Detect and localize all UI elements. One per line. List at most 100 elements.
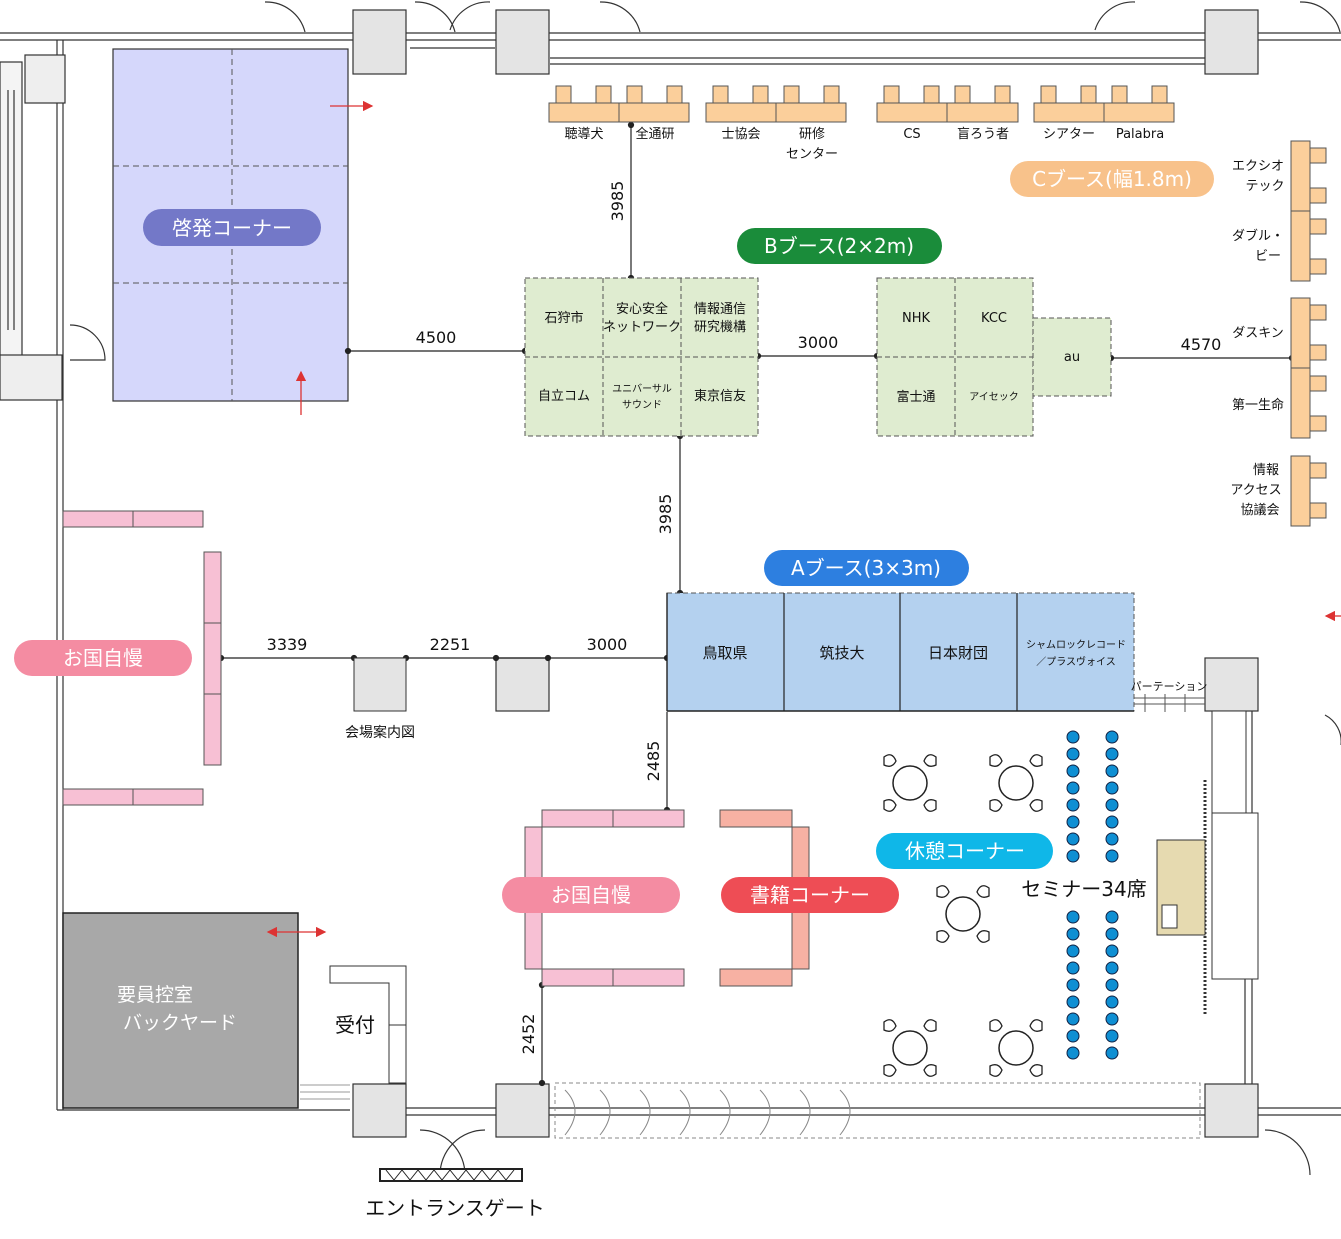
seminar-seat <box>1105 944 1119 958</box>
c-booths-top <box>548 85 1175 123</box>
seminar-seat <box>1105 730 1119 744</box>
dim-3985-mid: 3985 <box>656 494 675 535</box>
svg-text:Bブース(2×2m): Bブース(2×2m) <box>764 234 914 258</box>
svg-text:Aブース(3×3m): Aブース(3×3m) <box>791 556 941 580</box>
booth-chodoken: 聴導犬 <box>564 127 603 142</box>
c-booth-labels-top: 聴導犬 全通研 士協会 研修 センター CS 盲ろう者 シアター Palabra <box>564 126 1164 162</box>
a-booth-labels: 鳥取県 筑技大 日本財団 シャムロックレコード ／プラスヴォイス <box>702 639 1126 668</box>
seminar-seat <box>1105 910 1119 924</box>
booth-au: au <box>1064 350 1080 365</box>
seminar-seat <box>1066 798 1080 812</box>
b-booth-group-2 <box>876 277 1112 437</box>
booth-tsukugi: 筑技大 <box>819 644 864 662</box>
booth-shamrock-2: ／プラスヴォイス <box>1036 655 1116 668</box>
seminar-seat <box>1105 1029 1119 1043</box>
okuni-left-tables <box>62 510 222 806</box>
booth-shikyokai: 士協会 <box>721 127 760 142</box>
building-walls <box>0 1 1341 1176</box>
seminar-seat <box>1066 927 1080 941</box>
seminar-seat <box>1105 832 1119 846</box>
svg-text:お国自慢: お国自慢 <box>551 883 631 907</box>
seminar-seat <box>1105 1012 1119 1026</box>
seminar-seats <box>1066 730 1119 1060</box>
booth-wb-1: ダブル・ <box>1232 228 1284 244</box>
booth-daskin: ダスキン <box>1232 326 1284 341</box>
booth-daiichi: 第一生命 <box>1232 397 1284 413</box>
seminar-seat <box>1066 781 1080 795</box>
staff-room: 要員控室 バックヤード <box>62 912 327 1109</box>
booth-kcc: KCC <box>981 311 1007 326</box>
c-booths-right <box>1290 140 1327 527</box>
booth-theater: シアター <box>1043 127 1095 142</box>
partition: パーテーション <box>1131 680 1207 712</box>
booth-shamrock-1: シャムロックレコード <box>1026 639 1126 651</box>
booth-universal-1: ユニバーサル <box>612 383 672 395</box>
seminar-seat <box>1105 978 1119 992</box>
seminar-seat <box>1066 995 1080 1009</box>
svg-text:休憩コーナー: 休憩コーナー <box>905 839 1025 863</box>
booth-fujitsu: 富士通 <box>896 389 935 405</box>
dim-3000-b: 3000 <box>798 333 839 352</box>
booth-kenshu-2: センター <box>786 147 838 162</box>
booth-kenshu-1: 研修 <box>799 127 825 142</box>
b-booth-labels: 石狩市 安心安全 ネットワーク 情報通信 研究機構 自立コム ユニバーサル サウ… <box>538 301 1080 411</box>
reception-label: 受付 <box>335 1013 375 1037</box>
dim-4570: 4570 <box>1181 335 1222 354</box>
booth-ja-2: アクセス <box>1230 483 1281 498</box>
seminar-seat <box>1066 961 1080 975</box>
dim-2251: 2251 <box>430 635 471 654</box>
seminar-seat <box>1105 961 1119 975</box>
seminar-label: セミナー34席 <box>1021 877 1146 901</box>
seminar-seat <box>1066 1012 1080 1026</box>
shoseki-pill: 書籍コーナー <box>721 877 899 913</box>
svg-text:書籍コーナー: 書籍コーナー <box>750 883 870 907</box>
dim-3000-a: 3000 <box>587 635 628 654</box>
dimension-labels: 4500 3000 4570 3985 3985 3339 2251 3000 … <box>267 181 1222 1055</box>
seminar-stage <box>1156 710 1259 1015</box>
booth-ishikari: 石狩市 <box>544 310 583 326</box>
kyukei-pill: 休憩コーナー <box>876 833 1053 869</box>
booth-exio-1: エクシオ <box>1232 159 1284 174</box>
booth-anshin-2: ネットワーク <box>603 320 681 335</box>
booth-ja-1: 情報 <box>1253 463 1279 478</box>
booth-wb-2: ビー <box>1255 249 1281 264</box>
dim-3985-top: 3985 <box>608 181 627 222</box>
booth-cs: CS <box>903 127 920 142</box>
seminar-seat <box>1105 747 1119 761</box>
booth-joho-2: 研究機構 <box>694 320 746 335</box>
seminar-seat <box>1066 815 1080 829</box>
seminar-seat <box>1066 1046 1080 1060</box>
seminar-seat <box>1105 927 1119 941</box>
dim-3339: 3339 <box>267 635 308 654</box>
dim-2485: 2485 <box>644 741 663 782</box>
seminar-seat <box>1066 764 1080 778</box>
dim-4500: 4500 <box>416 328 457 347</box>
reception: 受付 <box>300 965 407 1100</box>
svg-text:お国自慢: お国自慢 <box>63 646 143 670</box>
booth-ja-3: 協議会 <box>1240 503 1279 518</box>
okuni-center-pill: お国自慢 <box>502 877 680 913</box>
dim-2452: 2452 <box>519 1014 538 1055</box>
staff-room-line2: バックヤード <box>123 1012 237 1034</box>
seminar-seat <box>1105 798 1119 812</box>
seminar-seat <box>1066 730 1080 744</box>
rest-tables <box>883 754 1043 1077</box>
booth-tokyo: 東京信友 <box>694 388 746 404</box>
svg-text:啓発コーナー: 啓発コーナー <box>172 216 292 240</box>
booth-aiseck: アイセック <box>969 391 1019 403</box>
map-board-label: 会場案内図 <box>345 724 415 741</box>
a-booth-row <box>666 592 1135 712</box>
booth-nippon: 日本財団 <box>928 644 988 662</box>
c-booth-pill: Cブース(幅1.8m) <box>1010 161 1214 197</box>
booth-palabra: Palabra <box>1116 127 1164 142</box>
seminar-seat <box>1066 747 1080 761</box>
booth-tottori: 鳥取県 <box>702 644 747 662</box>
entrance-railing <box>554 1082 1201 1139</box>
seminar-seat <box>1105 1046 1119 1060</box>
seminar-seat <box>1066 1029 1080 1043</box>
seminar-seat <box>1105 995 1119 1009</box>
seminar-seat <box>1105 849 1119 863</box>
seminar-seat <box>1105 781 1119 795</box>
